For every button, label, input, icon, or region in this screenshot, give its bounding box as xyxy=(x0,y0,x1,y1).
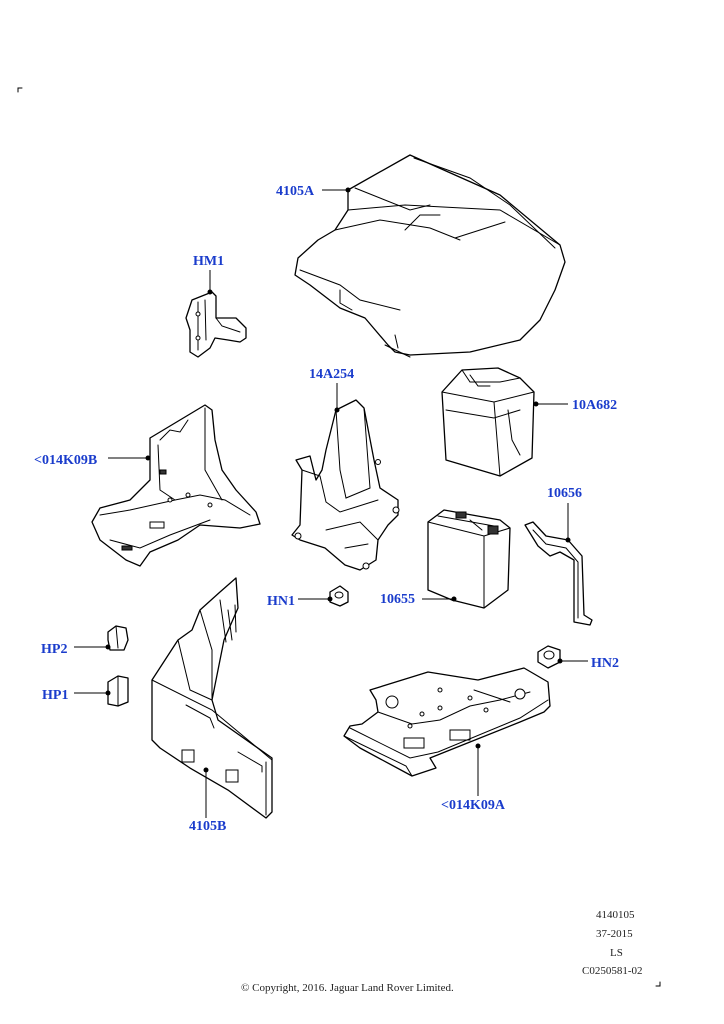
battery-tray-014k09b-part xyxy=(91,404,261,567)
hm1-bracket-part xyxy=(185,291,247,358)
callout-10655[interactable]: 10655 xyxy=(380,592,415,607)
hp2-plug-part xyxy=(107,625,129,651)
callout-14a254[interactable]: 14A254 xyxy=(309,367,355,382)
callout-hm1[interactable]: HM1 xyxy=(193,254,225,269)
corner-mark-bottom-right xyxy=(655,981,661,987)
battery-cover-4105b-part xyxy=(151,577,273,819)
battery-clamp-10656-part xyxy=(524,521,593,626)
hn2-nut-part xyxy=(537,645,561,669)
hp1-plug-part xyxy=(107,675,129,707)
date-code: 37-2015 xyxy=(596,928,633,940)
callout-hp2[interactable]: HP2 xyxy=(41,642,68,657)
hn1-nut-part xyxy=(329,585,349,607)
callout-hn1[interactable]: HN1 xyxy=(267,594,295,609)
battery-10655-part xyxy=(427,509,511,609)
battery-tray-014k09a-part xyxy=(343,667,551,777)
callout-10656[interactable]: 10656 xyxy=(547,486,582,501)
callout-4105a[interactable]: 4105A xyxy=(276,184,315,199)
region-code: LS xyxy=(610,947,623,959)
ref-number: 4140105 xyxy=(596,909,635,921)
battery-bracket-14a254-part xyxy=(291,399,400,571)
leader-lines xyxy=(74,187,588,818)
callout-10a682[interactable]: 10A682 xyxy=(572,398,618,413)
callout-4105b[interactable]: 4105B xyxy=(189,819,227,834)
callout-014k09b[interactable]: <014K09B xyxy=(34,453,98,468)
battery-cover-top-part xyxy=(294,154,566,358)
battery-insulator-part xyxy=(441,367,535,477)
catalog-code: C0250581-02 xyxy=(582,965,643,977)
corner-mark-top-left xyxy=(17,87,23,93)
callout-014k09a[interactable]: <014K09A xyxy=(441,798,505,813)
callout-hp1[interactable]: HP1 xyxy=(42,688,69,703)
callout-hn2[interactable]: HN2 xyxy=(591,656,619,671)
copyright: © Copyright, 2016. Jaguar Land Rover Lim… xyxy=(241,982,454,994)
